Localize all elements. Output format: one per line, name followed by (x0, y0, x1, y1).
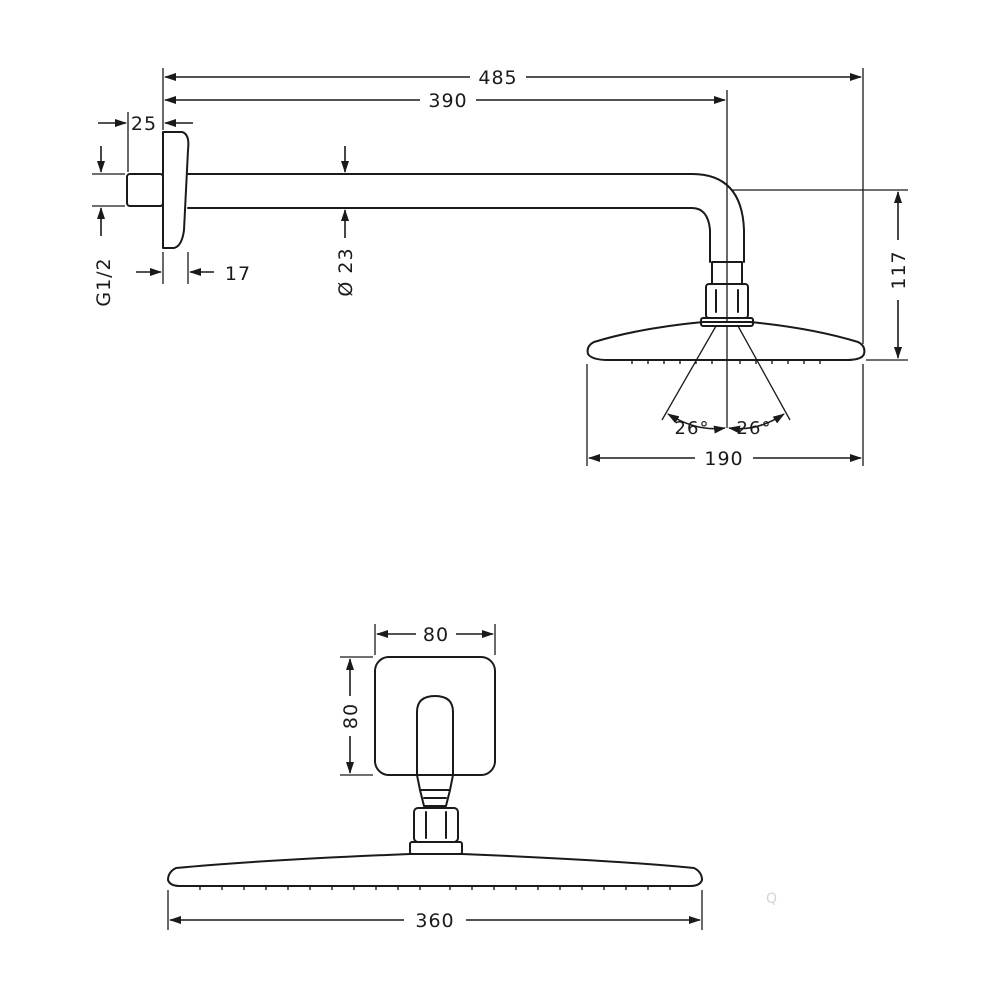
dim-drop-height-label: 117 (888, 250, 910, 289)
dim-head-diameter-label: 190 (704, 448, 743, 470)
wall-flange (162, 131, 190, 249)
thread-stub (126, 173, 164, 207)
watermark: Q (766, 891, 777, 907)
shower-head-side (586, 321, 866, 361)
spray-angle-left-label: 26° (675, 418, 710, 439)
dim-flange-offset-label: 17 (225, 263, 251, 285)
dim-flange-width-label: 80 (423, 624, 449, 646)
nozzle-row (631, 361, 821, 364)
side-view: 485 390 25 G1/2 17 (92, 67, 910, 470)
dim-117: 117 (888, 191, 910, 359)
dim-arm-diameter-label: Ø 23 (335, 247, 357, 296)
shower-head-front (167, 853, 703, 887)
square-flange (374, 656, 496, 776)
dim-head-width-label: 360 (415, 910, 454, 932)
dim-80-height: 80 (340, 658, 362, 774)
dim-17: 17 (136, 263, 251, 285)
dim-thread: G1/2 (92, 146, 125, 307)
dim-25: 25 (98, 113, 193, 135)
front-view: 80 80 360 (167, 624, 703, 932)
dim-390: 390 (164, 90, 726, 112)
dim-flange-height-label: 80 (340, 703, 362, 729)
arm-elbow (416, 774, 454, 791)
dim-80-width: 80 (376, 624, 494, 646)
swivel-joint-front (409, 789, 463, 855)
spray-angle-right-label: 26° (737, 418, 772, 439)
dim-diameter: Ø 23 (335, 146, 357, 297)
nozzle-row-front (199, 887, 671, 890)
shower-arm-front (416, 695, 454, 776)
dim-arm-length-label: 390 (428, 90, 467, 112)
shower-arm (187, 173, 745, 263)
spray-angles: 26° 26° (661, 325, 791, 439)
dim-190: 190 (588, 448, 862, 470)
dim-thread-label: G1/2 (93, 257, 115, 306)
dim-485: 485 (164, 67, 862, 89)
dim-360: 360 (169, 910, 701, 932)
dim-flange-depth-label: 25 (131, 113, 157, 135)
dim-overall-length-label: 485 (478, 67, 517, 89)
